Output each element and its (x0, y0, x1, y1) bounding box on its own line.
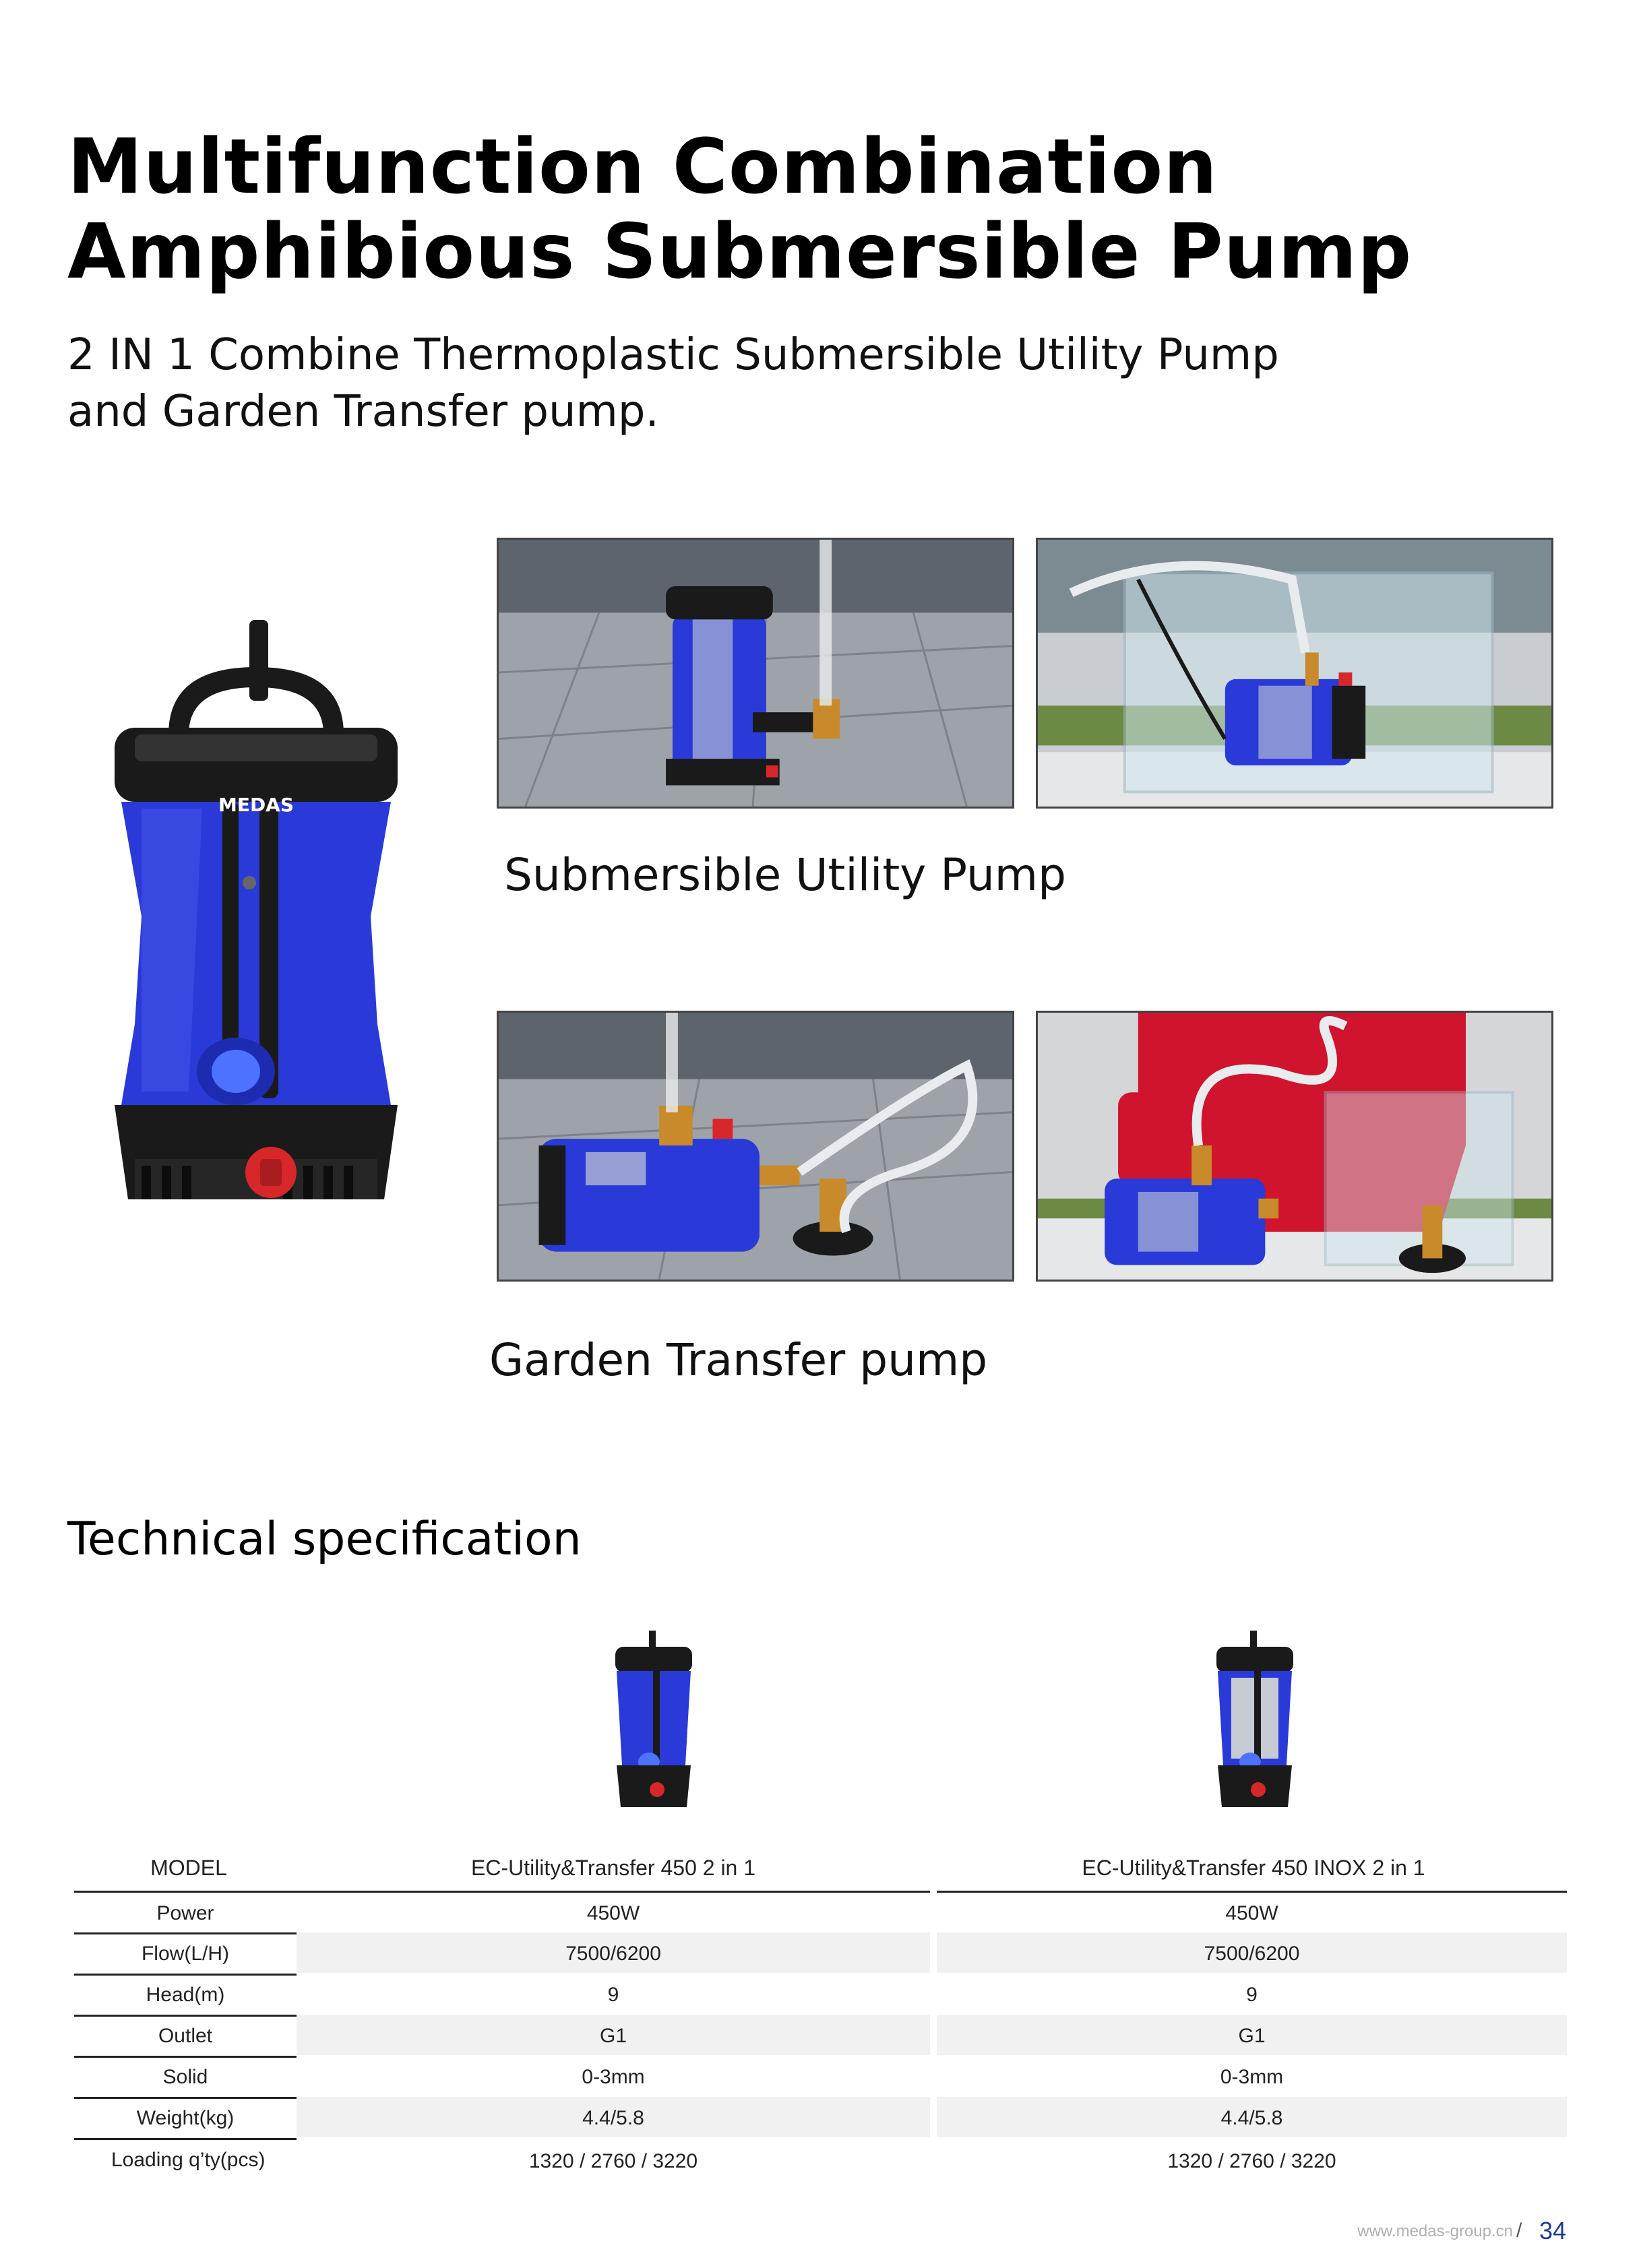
spec-cell: 7500/6200 (1204, 1943, 1300, 1965)
spec-cell: 0-3mm (1220, 2066, 1284, 2088)
spec-row-label-weight: Weight(kg) (136, 2107, 235, 2129)
page-subtitle: 2 IN 1 Combine Thermoplastic Submersible… (67, 327, 1415, 440)
spec-cell: G1 (1238, 2025, 1266, 2047)
spec-row-label-head: Head(m) (146, 1984, 225, 2006)
pump-logo-text: MEDAS (218, 794, 294, 816)
spec-cell: 7500/6200 (565, 1943, 661, 1965)
title-line-2: Amphibious Submersible Pump (67, 208, 1413, 296)
spec-cell: 450W (1225, 1902, 1278, 1924)
spec-cell: 9 (607, 1984, 619, 2006)
footer-url: www.medas-group.cn (1357, 2222, 1513, 2240)
subtitle-line-1: 2 IN 1 Combine Thermoplastic Submersible… (67, 330, 1279, 380)
spec-row-label-flow: Flow(L/H) (141, 1943, 229, 1965)
photo-transfer-person (1036, 1011, 1553, 1282)
photo-submersible-on-floor (497, 538, 1014, 809)
spec-cell: 9 (1246, 1984, 1258, 2006)
footer-separator: / (1516, 2219, 1522, 2242)
spec-cell: 1320 / 2760 / 3220 (1167, 2150, 1336, 2172)
spec-row-label-loading: Loading q’ty(pcs) (111, 2149, 266, 2171)
spec-model-2: EC-Utility&Transfer 450 INOX 2 in 1 (1082, 1856, 1425, 1880)
pump-illustration: MEDAS (115, 620, 398, 1199)
spec-cell: 450W (586, 1902, 640, 1924)
spec-cell: 1320 / 2760 / 3220 (528, 2150, 698, 2172)
title-line-1: Multifunction Combination (67, 123, 1218, 211)
caption-submersible: Submersible Utility Pump (504, 849, 1066, 901)
model-1-thumbnail (610, 1631, 698, 1807)
spec-row-label-solid: Solid (162, 2066, 208, 2088)
caption-transfer: Garden Transfer pump (489, 1334, 988, 1386)
spec-model-1: EC-Utility&Transfer 450 2 in 1 (470, 1856, 756, 1880)
subtitle-line-2: and Garden Transfer pump. (67, 387, 659, 437)
page-title: Multifunction Combination Amphibious Sub… (67, 125, 1415, 294)
photo-submersible-in-tank (1036, 538, 1553, 809)
spec-model-label: MODEL (150, 1856, 227, 1880)
photo-transfer-on-floor (497, 1011, 1014, 1282)
hero-pump-image: MEDAS (101, 606, 411, 1233)
spec-row-label-power: Power (156, 1902, 214, 1924)
spec-cell: 4.4/5.8 (1220, 2107, 1283, 2129)
model-2-thumbnail (1211, 1631, 1299, 1807)
spec-row-label-outlet: Outlet (158, 2025, 213, 2047)
spec-cell: 0-3mm (582, 2066, 645, 2088)
page-number: 34 (1539, 2217, 1567, 2244)
spec-heading: Technical specification (67, 1513, 582, 1566)
spec-cell: 4.4/5.8 (582, 2107, 644, 2129)
spec-cell: G1 (599, 2025, 627, 2047)
